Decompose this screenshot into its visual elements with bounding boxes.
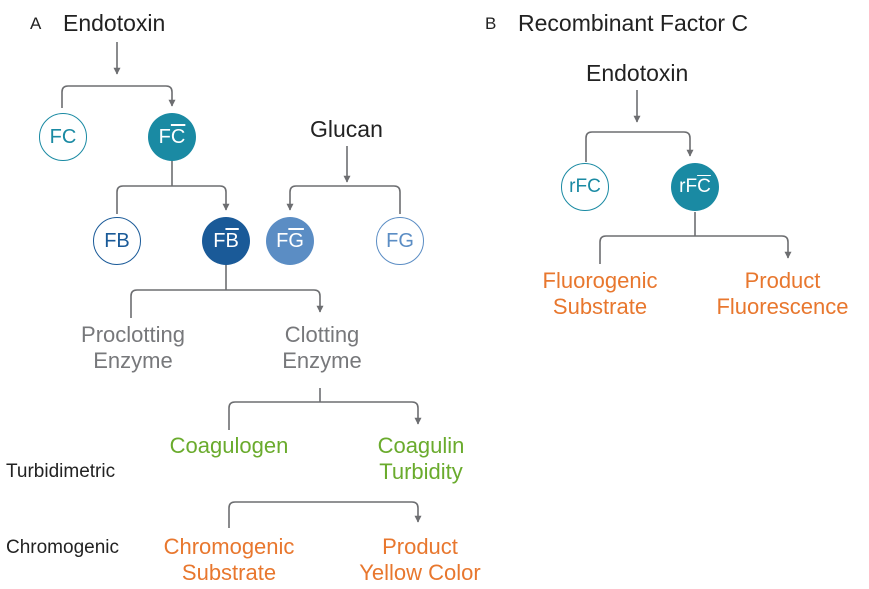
panel-a-letter: A (30, 14, 42, 33)
bracket-fb (116, 185, 230, 214)
node-fg-active-label: F (276, 229, 289, 252)
chromogenic-label: Chromogenic (6, 537, 119, 558)
bracket-fg (286, 185, 401, 214)
panel-b-endotoxin: Endotoxin (586, 60, 689, 86)
bracket-fluor (599, 235, 792, 264)
product-yellow-color: Product Yellow Color (340, 534, 500, 586)
bracket-coagulin (228, 401, 422, 430)
turbidimetric-label: Turbidimetric (6, 461, 116, 482)
chromogenic-substrate-line2: Substrate (181, 560, 277, 585)
bracket-chromogenic (228, 501, 422, 528)
clotting-enzyme: Clotting Enzyme (252, 322, 392, 374)
panel-b-letter: B (485, 14, 497, 33)
product-color-line1: Product (382, 534, 458, 559)
proclotting-line2: Enzyme (93, 348, 173, 373)
product-color-line2: Yellow Color (359, 560, 481, 585)
bracket-fc (61, 85, 176, 108)
coagulogen-label: Coagulogen (169, 433, 289, 458)
node-fc-active-label: F (158, 125, 171, 148)
node-fc-active-mark: C (170, 125, 186, 148)
bracket-rfc (585, 131, 694, 162)
product-fluorescence: Product Fluorescence (700, 268, 865, 320)
node-fg: FG (376, 217, 424, 265)
fluorogenic-substrate: Fluorogenic Substrate (520, 268, 680, 320)
clotting-line1: Clotting (284, 322, 360, 347)
node-rfc: rFC (561, 163, 609, 211)
node-fc-label: FC (49, 125, 77, 148)
node-fg-active-mark: G (288, 229, 304, 252)
node-fg-label: FG (386, 229, 414, 252)
node-fb-active-label: F (213, 229, 226, 252)
panel-a-endotoxin: Endotoxin (63, 10, 166, 36)
bracket-clotting (130, 289, 324, 318)
fluorogenic-line1: Fluorogenic (542, 268, 658, 293)
node-rfc-active-mark: C (697, 176, 711, 197)
glucan-label: Glucan (310, 116, 383, 142)
coagulin-line2: Turbidity (379, 459, 463, 484)
chromogenic-substrate-line1: Chromogenic (163, 534, 295, 559)
chromogenic-substrate: Chromogenic Substrate (149, 534, 309, 586)
node-rfc-label: rFC (569, 176, 601, 197)
node-fb: FB (93, 217, 141, 265)
product-fluor-line2: Fluorescence (716, 294, 849, 319)
clotting-line2: Enzyme (282, 348, 362, 373)
proclotting-enzyme: Proclotting Enzyme (63, 322, 203, 374)
node-rfc-active-label: rF (679, 176, 698, 197)
proclotting-line1: Proclotting (81, 322, 185, 347)
fluorogenic-line2: Substrate (552, 294, 648, 319)
panel-b-title: Recombinant Factor C (518, 10, 749, 36)
node-fc: FC (39, 113, 87, 161)
node-fb-label: FB (104, 229, 130, 252)
node-fb-active-mark: B (225, 229, 239, 252)
coagulin-line1: Coagulin (377, 433, 465, 458)
product-fluor-line1: Product (744, 268, 821, 293)
coagulin-turbidity: Coagulin Turbidity (346, 433, 496, 485)
